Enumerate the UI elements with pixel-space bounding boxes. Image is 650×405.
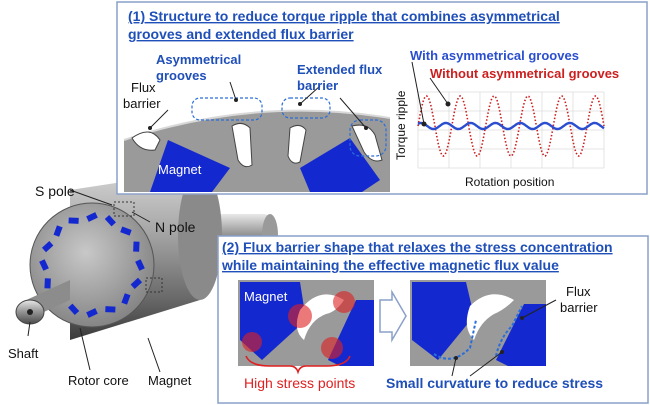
label-n-pole: N pole: [155, 219, 196, 235]
label-rotor-magnet: Magnet: [148, 373, 192, 388]
stress-point-2: [333, 291, 355, 313]
panel-1: (1) Structure to reduce torque ripple th…: [116, 1, 648, 195]
chart-grid: [417, 91, 605, 169]
face-magnet: [86, 212, 98, 222]
magnet-left: [150, 140, 230, 192]
rotor-highlight-right: [145, 277, 163, 293]
chart-xlabel: Rotation position: [465, 175, 554, 189]
face-magnet: [120, 226, 132, 236]
label-flux-barrier-1: Flux: [131, 80, 156, 95]
panel-1-title-line2: grooves and extended flux barrier: [128, 26, 354, 42]
label-magnet-p2: Magnet: [244, 289, 288, 304]
face-magnet: [130, 277, 143, 289]
face-magnet: [39, 259, 49, 271]
stress-point-3: [242, 332, 262, 352]
panel-2-title-line2: while maintaining the effective magnetic…: [221, 257, 559, 273]
asym-groove-box-left: [191, 97, 263, 121]
stress-detail-before: [238, 280, 374, 375]
face-magnet: [133, 241, 140, 252]
stress-brace: [245, 355, 351, 375]
label-ext-flux-2: barrier: [297, 78, 338, 93]
chart-ylabel: Torque ripple: [394, 90, 408, 160]
face-magnet: [135, 259, 145, 271]
face-magnets: [39, 212, 145, 318]
label-flux-barrier-p2-1: Flux: [566, 284, 591, 299]
legend-without-asym: Without asymmetrical grooves: [430, 66, 619, 81]
flux-barrier-p2-left: [296, 294, 344, 340]
stress-detail-after: [410, 280, 557, 377]
stress-point-1: [288, 304, 312, 328]
torque-ripple-chart: Torque ripple Rotation position With asy…: [394, 48, 619, 189]
flux-barrier-mid1: [231, 122, 253, 168]
panel-2-title-line1: (2) Flux barrier shape that relaxes the …: [222, 239, 613, 255]
label-asym-grooves-1: Asymmetrical: [156, 52, 241, 67]
face-magnet: [68, 303, 80, 316]
flux-barrier-mid2: [287, 124, 307, 164]
flux-barrier-left: [131, 131, 161, 151]
series-with-asym-grooves: [417, 121, 605, 131]
magnet-right: [300, 138, 380, 192]
label-magnet-p1: Magnet: [158, 162, 202, 177]
face-magnet: [53, 225, 63, 237]
label-ext-flux-1: Extended flux: [297, 62, 383, 77]
transition-arrow: [379, 289, 407, 343]
label-small-curvature: Small curvature to reduce stress: [386, 375, 603, 391]
face-magnet: [68, 217, 79, 224]
label-high-stress: High stress points: [244, 375, 355, 391]
label-flux-barrier-2: barrier: [123, 96, 161, 111]
label-flux-barrier-p2-2: barrier: [560, 300, 598, 315]
rotor-highlight-top: [113, 201, 135, 217]
face-magnet: [86, 308, 98, 318]
magnet-p2-right-b: [496, 304, 546, 366]
face-magnet: [121, 293, 131, 305]
panel-2: (2) Flux barrier shape that relaxes the …: [217, 235, 649, 404]
face-magnet: [104, 214, 116, 227]
ext-flux-barrier-box: [349, 119, 387, 157]
label-s-pole: S pole: [35, 183, 75, 199]
label-shaft: Shaft: [8, 346, 39, 361]
flux-barrier-p2-right: [466, 294, 514, 340]
legend-with-asym: With asymmetrical grooves: [410, 48, 579, 63]
face-magnet: [44, 278, 51, 289]
panel-1-title-line1: (1) Structure to reduce torque ripple th…: [128, 8, 560, 24]
face-magnet: [105, 306, 116, 313]
label-rotor-core: Rotor core: [68, 373, 129, 388]
stress-point-4: [321, 337, 343, 359]
magnet-p2-right-a: [412, 282, 474, 360]
face-magnet: [41, 241, 54, 253]
rotor-cross-section: [123, 81, 391, 192]
label-asym-grooves-2: grooves: [156, 68, 207, 83]
